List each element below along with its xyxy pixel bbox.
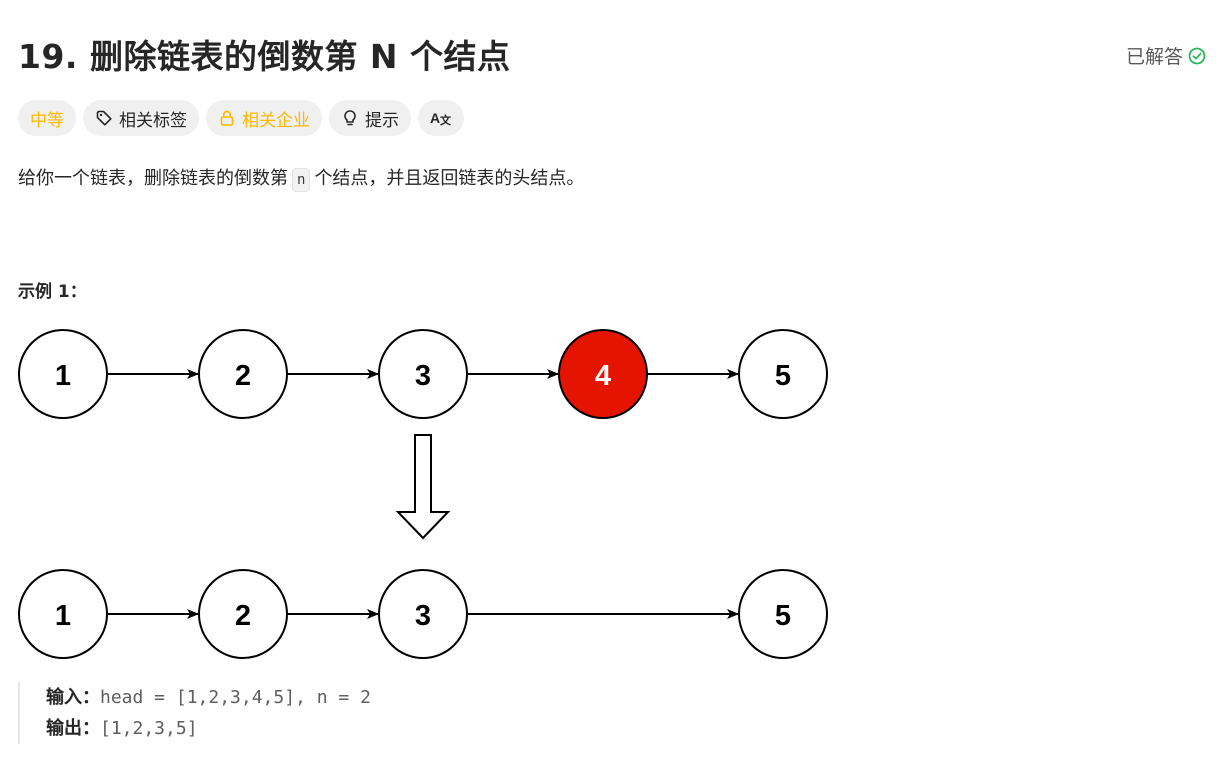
svg-text:文: 文 xyxy=(440,113,452,127)
inline-code-n: n xyxy=(292,168,311,192)
example-io-block: 输入：head = [1,2,3,4,5], n = 2 输出：[1,2,3,5… xyxy=(18,682,371,744)
list-node: 5 xyxy=(738,569,828,659)
node-value: 5 xyxy=(775,600,791,632)
node-value: 1 xyxy=(55,360,71,392)
difficulty-label: 中等 xyxy=(30,110,64,131)
lightbulb-icon xyxy=(341,109,359,127)
list-node: 2 xyxy=(198,329,288,419)
example-title: 示例 1： xyxy=(18,282,87,302)
tag-row: 中等 相关标签 相关企业 提示 A xyxy=(18,100,464,136)
node-value: 5 xyxy=(775,360,791,392)
description-text-after: 个结点，并且返回链表的头结点。 xyxy=(314,168,585,189)
check-circle-icon xyxy=(1188,47,1206,65)
node-value: 2 xyxy=(235,600,251,632)
lock-icon xyxy=(218,109,236,127)
list-node: 5 xyxy=(738,329,828,419)
node-value: 1 xyxy=(55,600,71,632)
node-value: 3 xyxy=(415,600,431,632)
svg-text:A: A xyxy=(430,110,440,126)
transform-down-arrow xyxy=(395,434,451,540)
related-companies-button[interactable]: 相关企业 xyxy=(206,100,322,136)
related-companies-label: 相关企业 xyxy=(242,110,310,131)
output-label: 输出： xyxy=(46,718,100,739)
removed-list-node: 4 xyxy=(558,329,648,419)
example-input-line: 输入：head = [1,2,3,4,5], n = 2 xyxy=(46,682,371,713)
node-value: 3 xyxy=(415,360,431,392)
list-node: 2 xyxy=(198,569,288,659)
node-value: 4 xyxy=(595,360,611,392)
input-value: head = [1,2,3,4,5], n = 2 xyxy=(100,687,371,708)
output-value: [1,2,3,5] xyxy=(100,718,198,739)
tag-icon xyxy=(95,109,113,127)
list-node: 3 xyxy=(378,329,468,419)
solved-label: 已解答 xyxy=(1125,46,1183,68)
hint-label: 提示 xyxy=(365,110,399,131)
translate-icon: A 文 xyxy=(430,109,452,127)
linked-list-diagram: 1 2 3 4 5 1 2 3 5 xyxy=(18,329,828,659)
list-node: 1 xyxy=(18,329,108,419)
example-output-line: 输出：[1,2,3,5] xyxy=(46,713,371,744)
list-node: 3 xyxy=(378,569,468,659)
hint-button[interactable]: 提示 xyxy=(329,100,411,136)
translate-button[interactable]: A 文 xyxy=(418,100,464,136)
list-node: 1 xyxy=(18,569,108,659)
description-text-before: 给你一个链表，删除链表的倒数第 xyxy=(18,168,288,189)
related-tags-button[interactable]: 相关标签 xyxy=(83,100,199,136)
solved-status[interactable]: 已解答 xyxy=(1126,42,1206,69)
difficulty-badge[interactable]: 中等 xyxy=(18,100,76,136)
node-value: 2 xyxy=(235,360,251,392)
problem-title: 19. 删除链表的倒数第 N 个结点 xyxy=(18,37,511,76)
input-label: 输入： xyxy=(46,687,100,708)
related-tags-label: 相关标签 xyxy=(119,110,187,131)
